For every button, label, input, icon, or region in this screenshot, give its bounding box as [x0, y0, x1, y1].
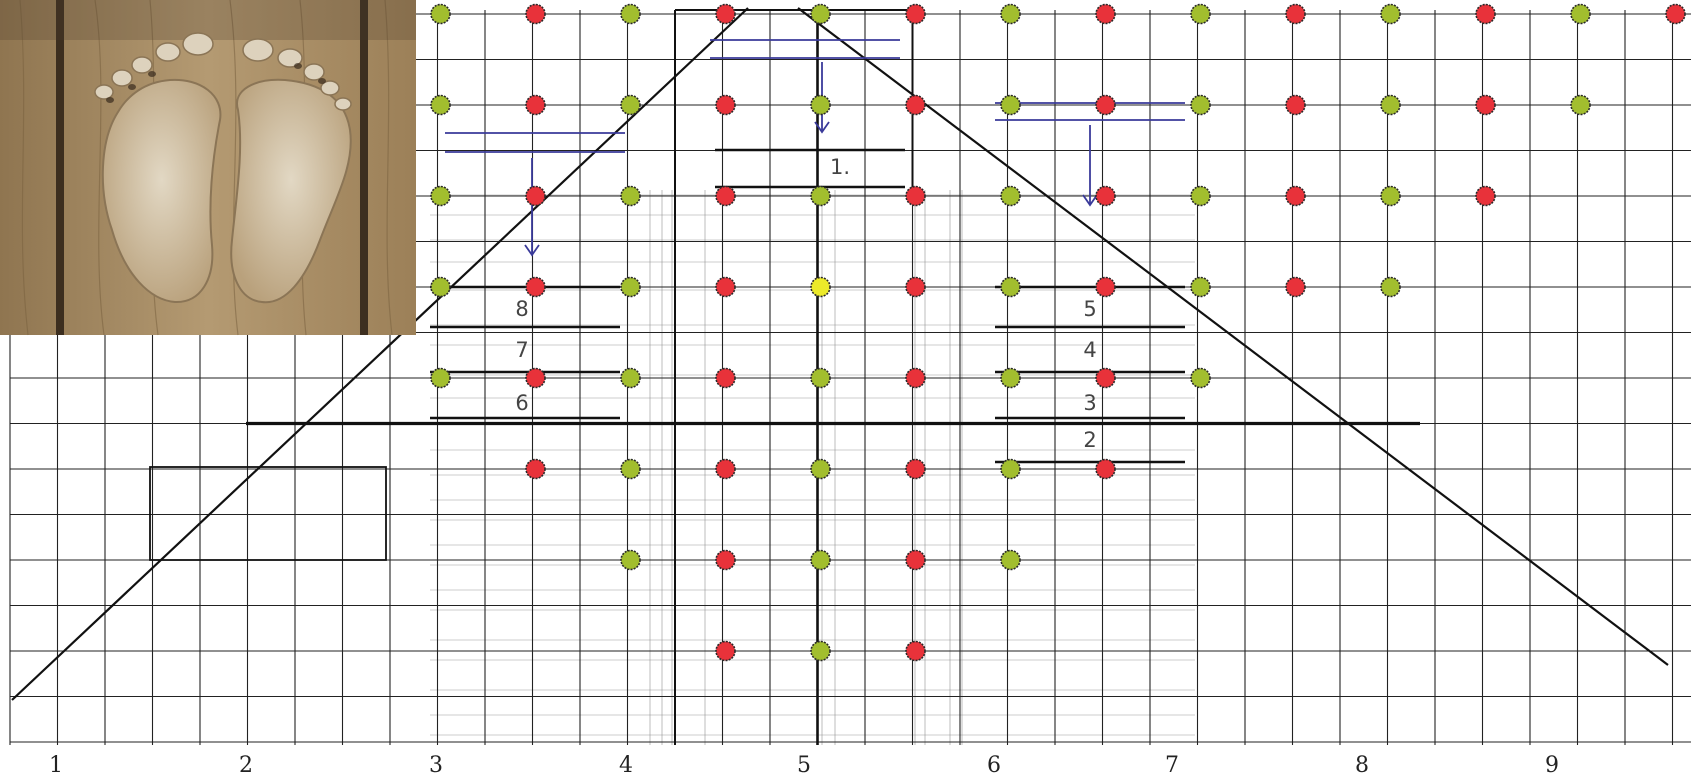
- axis-label-3: 3: [429, 753, 443, 778]
- green-dot: [1001, 187, 1020, 206]
- green-dot: [431, 187, 450, 206]
- red-dot: [1286, 5, 1305, 24]
- red-dot: [1096, 96, 1115, 115]
- red-dot: [906, 642, 925, 661]
- red-dot: [1476, 96, 1495, 115]
- green-dot: [1381, 187, 1400, 206]
- green-dot: [621, 460, 640, 479]
- red-dot: [1096, 187, 1115, 206]
- level-label-6: 6: [515, 391, 528, 415]
- green-dot: [811, 96, 830, 115]
- red-dot: [906, 460, 925, 479]
- green-dot: [1381, 278, 1400, 297]
- green-dot: [811, 187, 830, 206]
- green-dot: [431, 96, 450, 115]
- level-label-3: 3: [1083, 391, 1096, 415]
- green-dot: [811, 460, 830, 479]
- level-label-7: 7: [515, 338, 528, 362]
- red-dot: [716, 369, 735, 388]
- green-dot: [1191, 187, 1210, 206]
- red-dot: [716, 96, 735, 115]
- green-dot: [431, 278, 450, 297]
- level-label-8: 8: [515, 297, 528, 321]
- green-dot: [1381, 5, 1400, 24]
- green-dot: [1001, 369, 1020, 388]
- red-dot: [716, 460, 735, 479]
- red-dot: [906, 5, 925, 24]
- green-dot: [431, 369, 450, 388]
- level-label-1: 1.: [830, 155, 850, 179]
- green-dot: [811, 5, 830, 24]
- green-dot: [621, 551, 640, 570]
- red-dot: [716, 5, 735, 24]
- red-dot: [1476, 187, 1495, 206]
- red-dot: [526, 369, 545, 388]
- red-dot: [526, 96, 545, 115]
- red-dot: [906, 369, 925, 388]
- axis-label-5: 5: [797, 753, 811, 778]
- green-dot: [621, 96, 640, 115]
- yellow-dot: [811, 278, 830, 297]
- two-footprints-in-wood-image: [0, 0, 416, 335]
- level-labels-left: 8 7 6: [515, 297, 528, 415]
- level-label-5: 5: [1083, 297, 1096, 321]
- axis-label-4: 4: [619, 753, 633, 778]
- level-label-2: 2: [1083, 428, 1096, 452]
- red-dot: [716, 642, 735, 661]
- red-dot: [906, 278, 925, 297]
- red-dot: [526, 187, 545, 206]
- green-dot: [1191, 5, 1210, 24]
- green-dot: [1001, 551, 1020, 570]
- axis-label-6: 6: [987, 753, 1001, 778]
- green-dot: [1001, 460, 1020, 479]
- red-dot: [1286, 278, 1305, 297]
- red-dot: [906, 187, 925, 206]
- red-dot: [1096, 460, 1115, 479]
- red-dot: [906, 96, 925, 115]
- green-dot: [1571, 96, 1590, 115]
- green-dot: [1191, 278, 1210, 297]
- red-dot: [1286, 187, 1305, 206]
- red-dot: [1286, 96, 1305, 115]
- green-dot: [1191, 96, 1210, 115]
- red-dot: [1096, 278, 1115, 297]
- axis-label-7: 7: [1165, 753, 1179, 778]
- red-dot: [526, 460, 545, 479]
- axis-label-8: 8: [1355, 753, 1369, 778]
- green-dot: [1001, 278, 1020, 297]
- green-dot: [621, 187, 640, 206]
- red-dot: [716, 551, 735, 570]
- green-dot: [621, 5, 640, 24]
- green-dot: [811, 551, 830, 570]
- red-dot: [716, 278, 735, 297]
- red-dot: [1096, 5, 1115, 24]
- axis-label-9: 9: [1545, 753, 1559, 778]
- green-dot: [1381, 96, 1400, 115]
- green-dot: [1001, 96, 1020, 115]
- red-dot: [1476, 5, 1495, 24]
- red-dot: [526, 278, 545, 297]
- red-dot: [526, 5, 545, 24]
- red-dot: [1666, 5, 1685, 24]
- green-dot: [811, 369, 830, 388]
- green-dot: [1191, 369, 1210, 388]
- red-dot: [716, 187, 735, 206]
- red-dot: [1096, 369, 1115, 388]
- level-label-4: 4: [1083, 338, 1096, 362]
- red-dot: [906, 551, 925, 570]
- green-dot: [621, 369, 640, 388]
- green-dot: [431, 5, 450, 24]
- axis-label-1: 1: [49, 753, 63, 778]
- green-dot: [811, 642, 830, 661]
- green-dot: [621, 278, 640, 297]
- green-dot: [1571, 5, 1590, 24]
- green-dot: [1001, 5, 1020, 24]
- axis-label-2: 2: [239, 753, 253, 778]
